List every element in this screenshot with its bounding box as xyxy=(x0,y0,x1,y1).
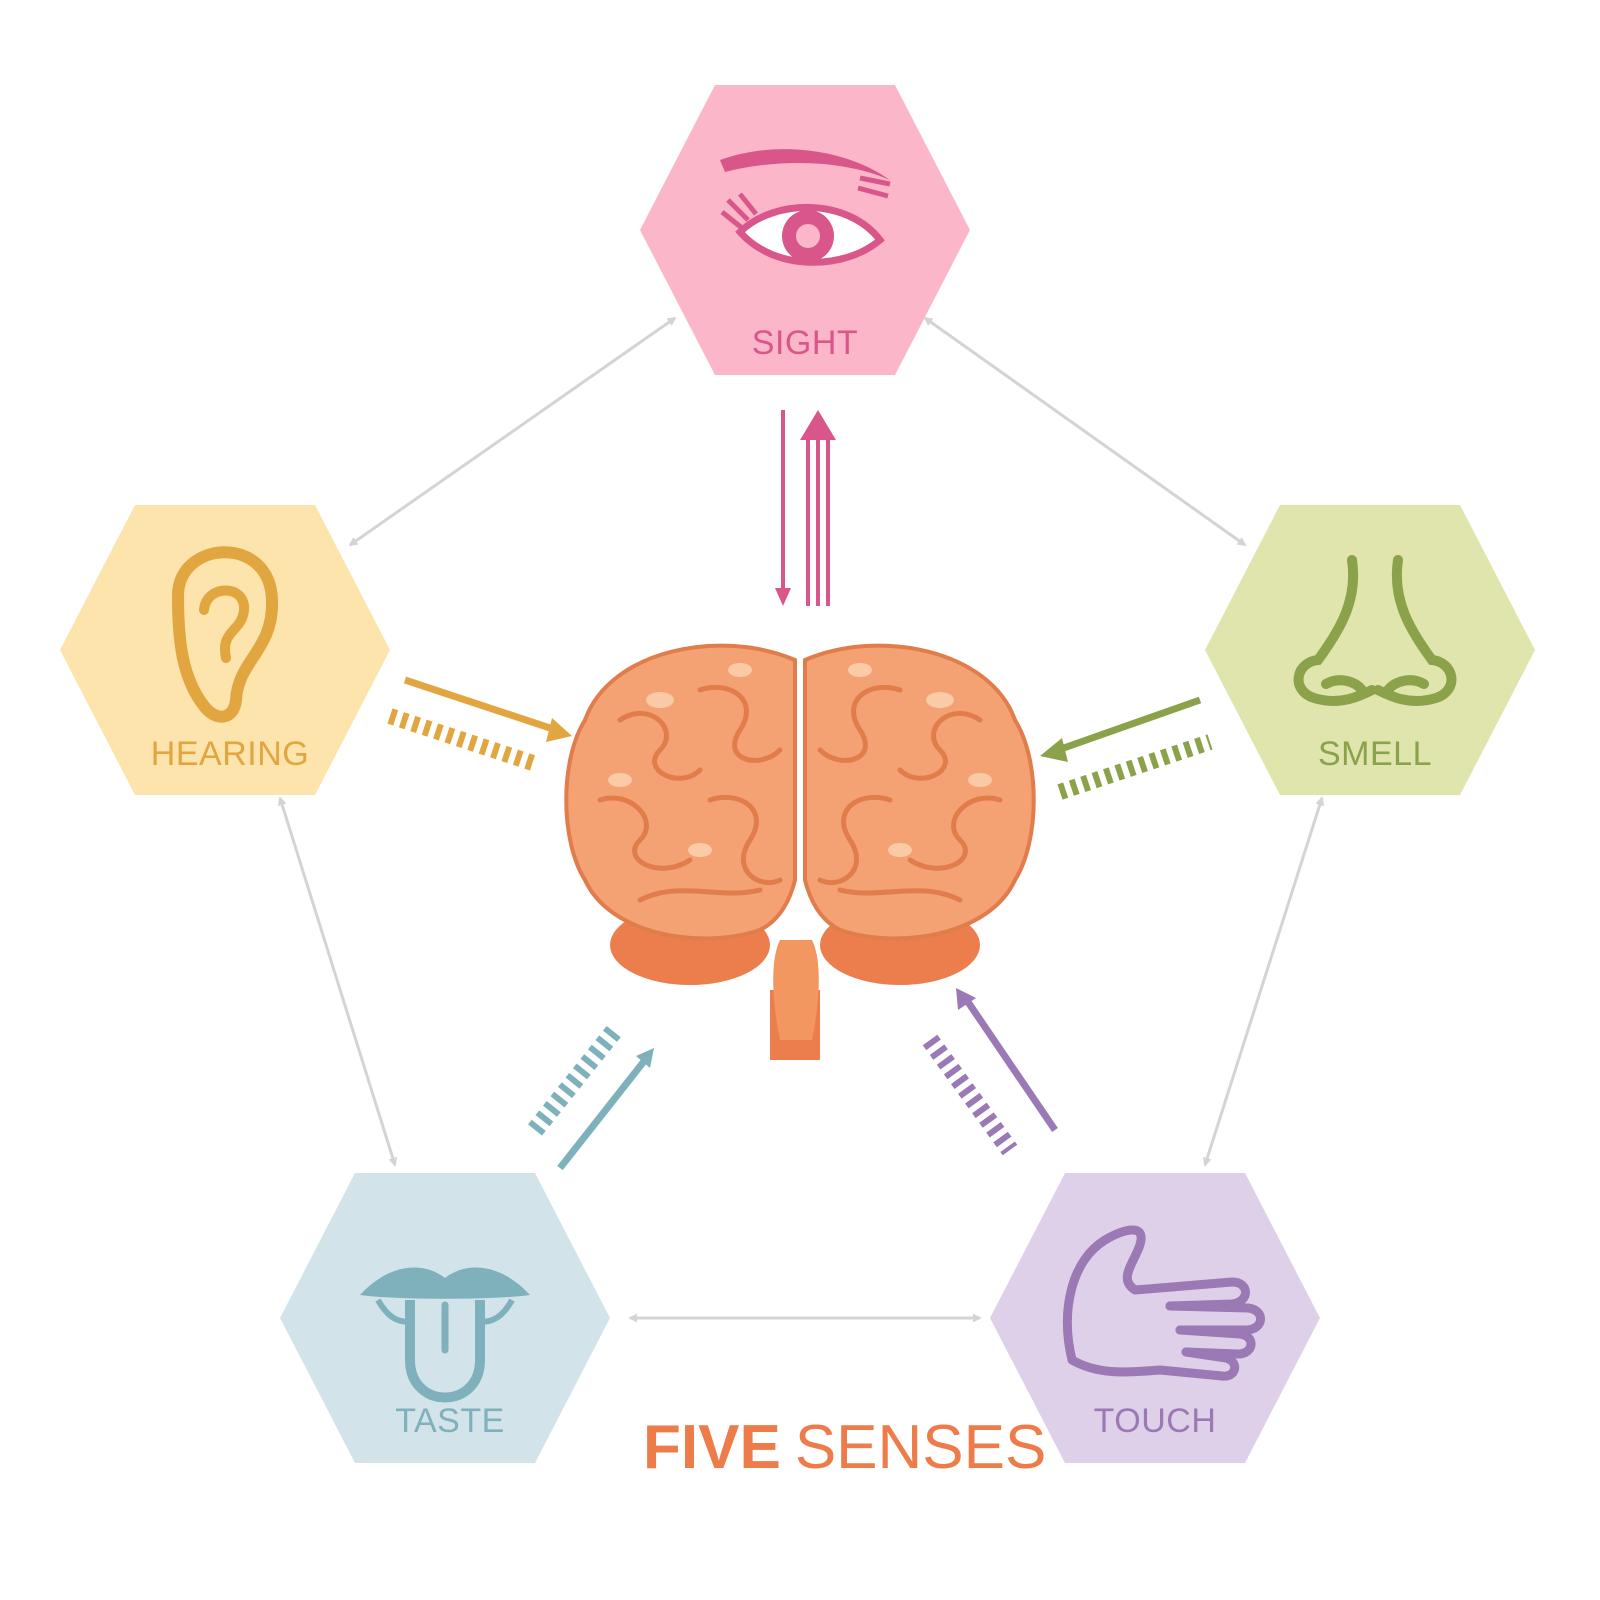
connector-sight-smell xyxy=(923,316,1247,547)
hearing-chevron-arrow xyxy=(387,708,539,772)
sense-taste: TASTE xyxy=(280,1173,610,1463)
smell-arrows xyxy=(1040,696,1213,800)
sight-arrows xyxy=(775,410,836,606)
sense-sight: SIGHT xyxy=(640,85,970,375)
connector-hearing-taste xyxy=(277,796,398,1167)
hearing-arrows xyxy=(387,676,572,772)
taste-arrows xyxy=(527,1024,654,1171)
title-light: SENSES xyxy=(795,1413,1047,1482)
smell-label: SMELL xyxy=(1318,735,1432,773)
connector-sight-hearing xyxy=(348,316,677,547)
smell-solid-arrow xyxy=(1056,696,1202,754)
touch-chevron-arrow xyxy=(922,1034,1018,1156)
connector-smell-touch xyxy=(1202,796,1325,1167)
tongue-icon xyxy=(360,1267,530,1403)
taste-chevron-arrow xyxy=(527,1024,623,1136)
hearing-label: HEARING xyxy=(151,735,309,773)
hand-icon xyxy=(1062,1225,1265,1381)
sight-dotted-arrow xyxy=(800,410,836,606)
sense-hearing: HEARING xyxy=(60,505,390,795)
ear-icon xyxy=(171,546,279,723)
sight-label: SIGHT xyxy=(752,324,858,362)
eye-icon xyxy=(720,149,891,266)
brain-icon xyxy=(564,643,1036,1060)
sense-touch: TOUCH xyxy=(990,1173,1320,1463)
touch-solid-arrow xyxy=(965,1000,1058,1132)
outer-connectors xyxy=(277,316,1325,1323)
title-bold: FIVE xyxy=(643,1413,781,1482)
sense-smell: SMELL xyxy=(1205,505,1535,795)
touch-arrows xyxy=(922,988,1058,1156)
touch-hexagon xyxy=(990,1173,1320,1463)
diagram-title: FIVE SENSES xyxy=(643,1413,1046,1482)
smell-hexagon xyxy=(1205,505,1535,795)
touch-label: TOUCH xyxy=(1094,1402,1217,1440)
smell-chevron-arrow xyxy=(1057,734,1213,800)
taste-label: TASTE xyxy=(395,1402,505,1440)
hearing-solid-arrow xyxy=(403,676,558,734)
taste-solid-arrow xyxy=(557,1057,648,1171)
nose-icon xyxy=(1293,555,1457,706)
